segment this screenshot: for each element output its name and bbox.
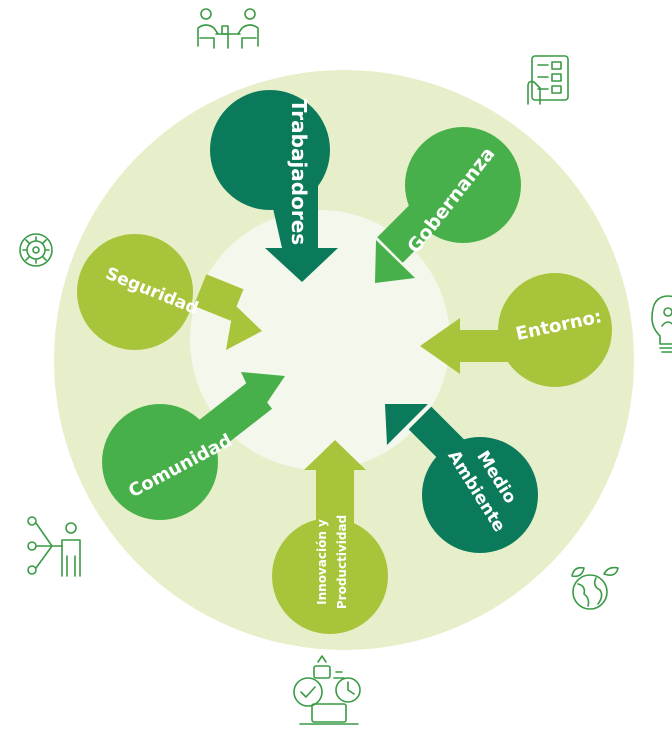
arrow-seguridad <box>193 274 244 321</box>
arrow-entorno <box>420 318 520 374</box>
pillar-gobernanza: Gobernanza <box>375 127 521 283</box>
checklist-clipboard-icon <box>527 55 569 105</box>
node-innovacion <box>272 518 388 634</box>
lightbulb-person-icon <box>651 295 672 353</box>
node-comunidad <box>102 404 218 520</box>
arrowhead-gobernanza <box>375 240 415 283</box>
pillar-innovacion: Innovación y Productividad <box>272 440 388 634</box>
pillar-trabajadores: Trabajadores <box>210 90 338 282</box>
node-gobernanza <box>405 127 521 243</box>
arrowhead-medio-ambiente <box>385 404 428 445</box>
node-trabajadores <box>210 90 330 210</box>
network-person-icon <box>27 516 81 577</box>
node-entorno <box>498 273 612 387</box>
meeting-people-icon <box>197 8 259 49</box>
pillar-seguridad: Seguridad <box>77 234 262 350</box>
arrowhead-seguridad <box>226 304 262 350</box>
pillar-entorno: Entorno: <box>420 273 612 387</box>
node-medio-ambiente <box>422 437 538 553</box>
label-innovacion-line1: Innovación y <box>315 519 329 605</box>
pillar-medio-ambiente: Medio Ambiente <box>385 404 538 553</box>
arrowhead-comunidad <box>241 372 285 413</box>
label-innovacion-line2: Productividad <box>335 515 349 609</box>
gear-cycle-icon <box>19 233 53 267</box>
node-seguridad <box>77 234 193 350</box>
label-trabajadores: Trabajadores <box>287 99 311 245</box>
earth-leaves-icon <box>571 566 619 610</box>
productivity-laptop-icon <box>293 655 361 725</box>
